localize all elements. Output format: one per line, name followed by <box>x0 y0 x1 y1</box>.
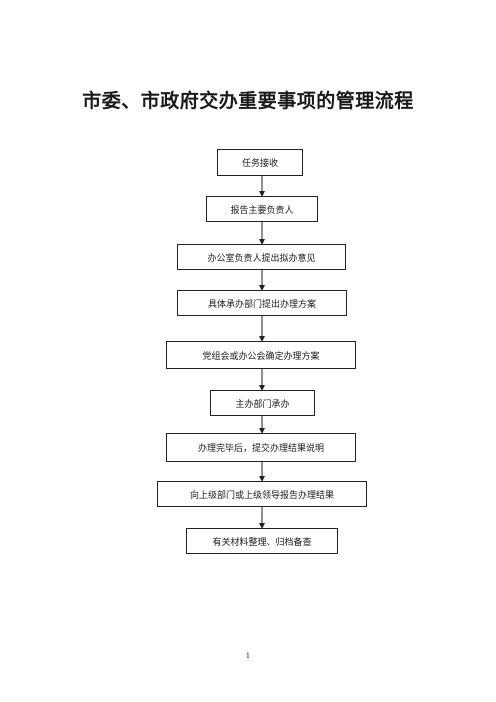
flow-step-dept-plan: 具体承办部门提出办理方案 <box>177 290 347 316</box>
flow-step-archive: 有关材料整理、归档备查 <box>186 528 338 554</box>
flow-step-office-opinion: 办公室负责人提出拟办意见 <box>177 244 346 270</box>
flow-step-task-receive: 任务接收 <box>217 149 303 176</box>
flow-step-meeting-decide: 党组会或办公会确定办理方案 <box>166 341 356 369</box>
page-title: 市委、市政府交办重要事项的管理流程 <box>82 90 414 112</box>
flow-step-report-leader: 报告主要负责人 <box>206 196 318 222</box>
flow-step-report-upper: 向上级部门或上级领导报告办理结果 <box>157 481 367 507</box>
flow-step-submit-result: 办理完毕后，提交办理结果说明 <box>166 433 356 462</box>
flow-step-lead-dept: 主办部门承办 <box>210 390 315 416</box>
page-number: 1 <box>245 652 251 660</box>
